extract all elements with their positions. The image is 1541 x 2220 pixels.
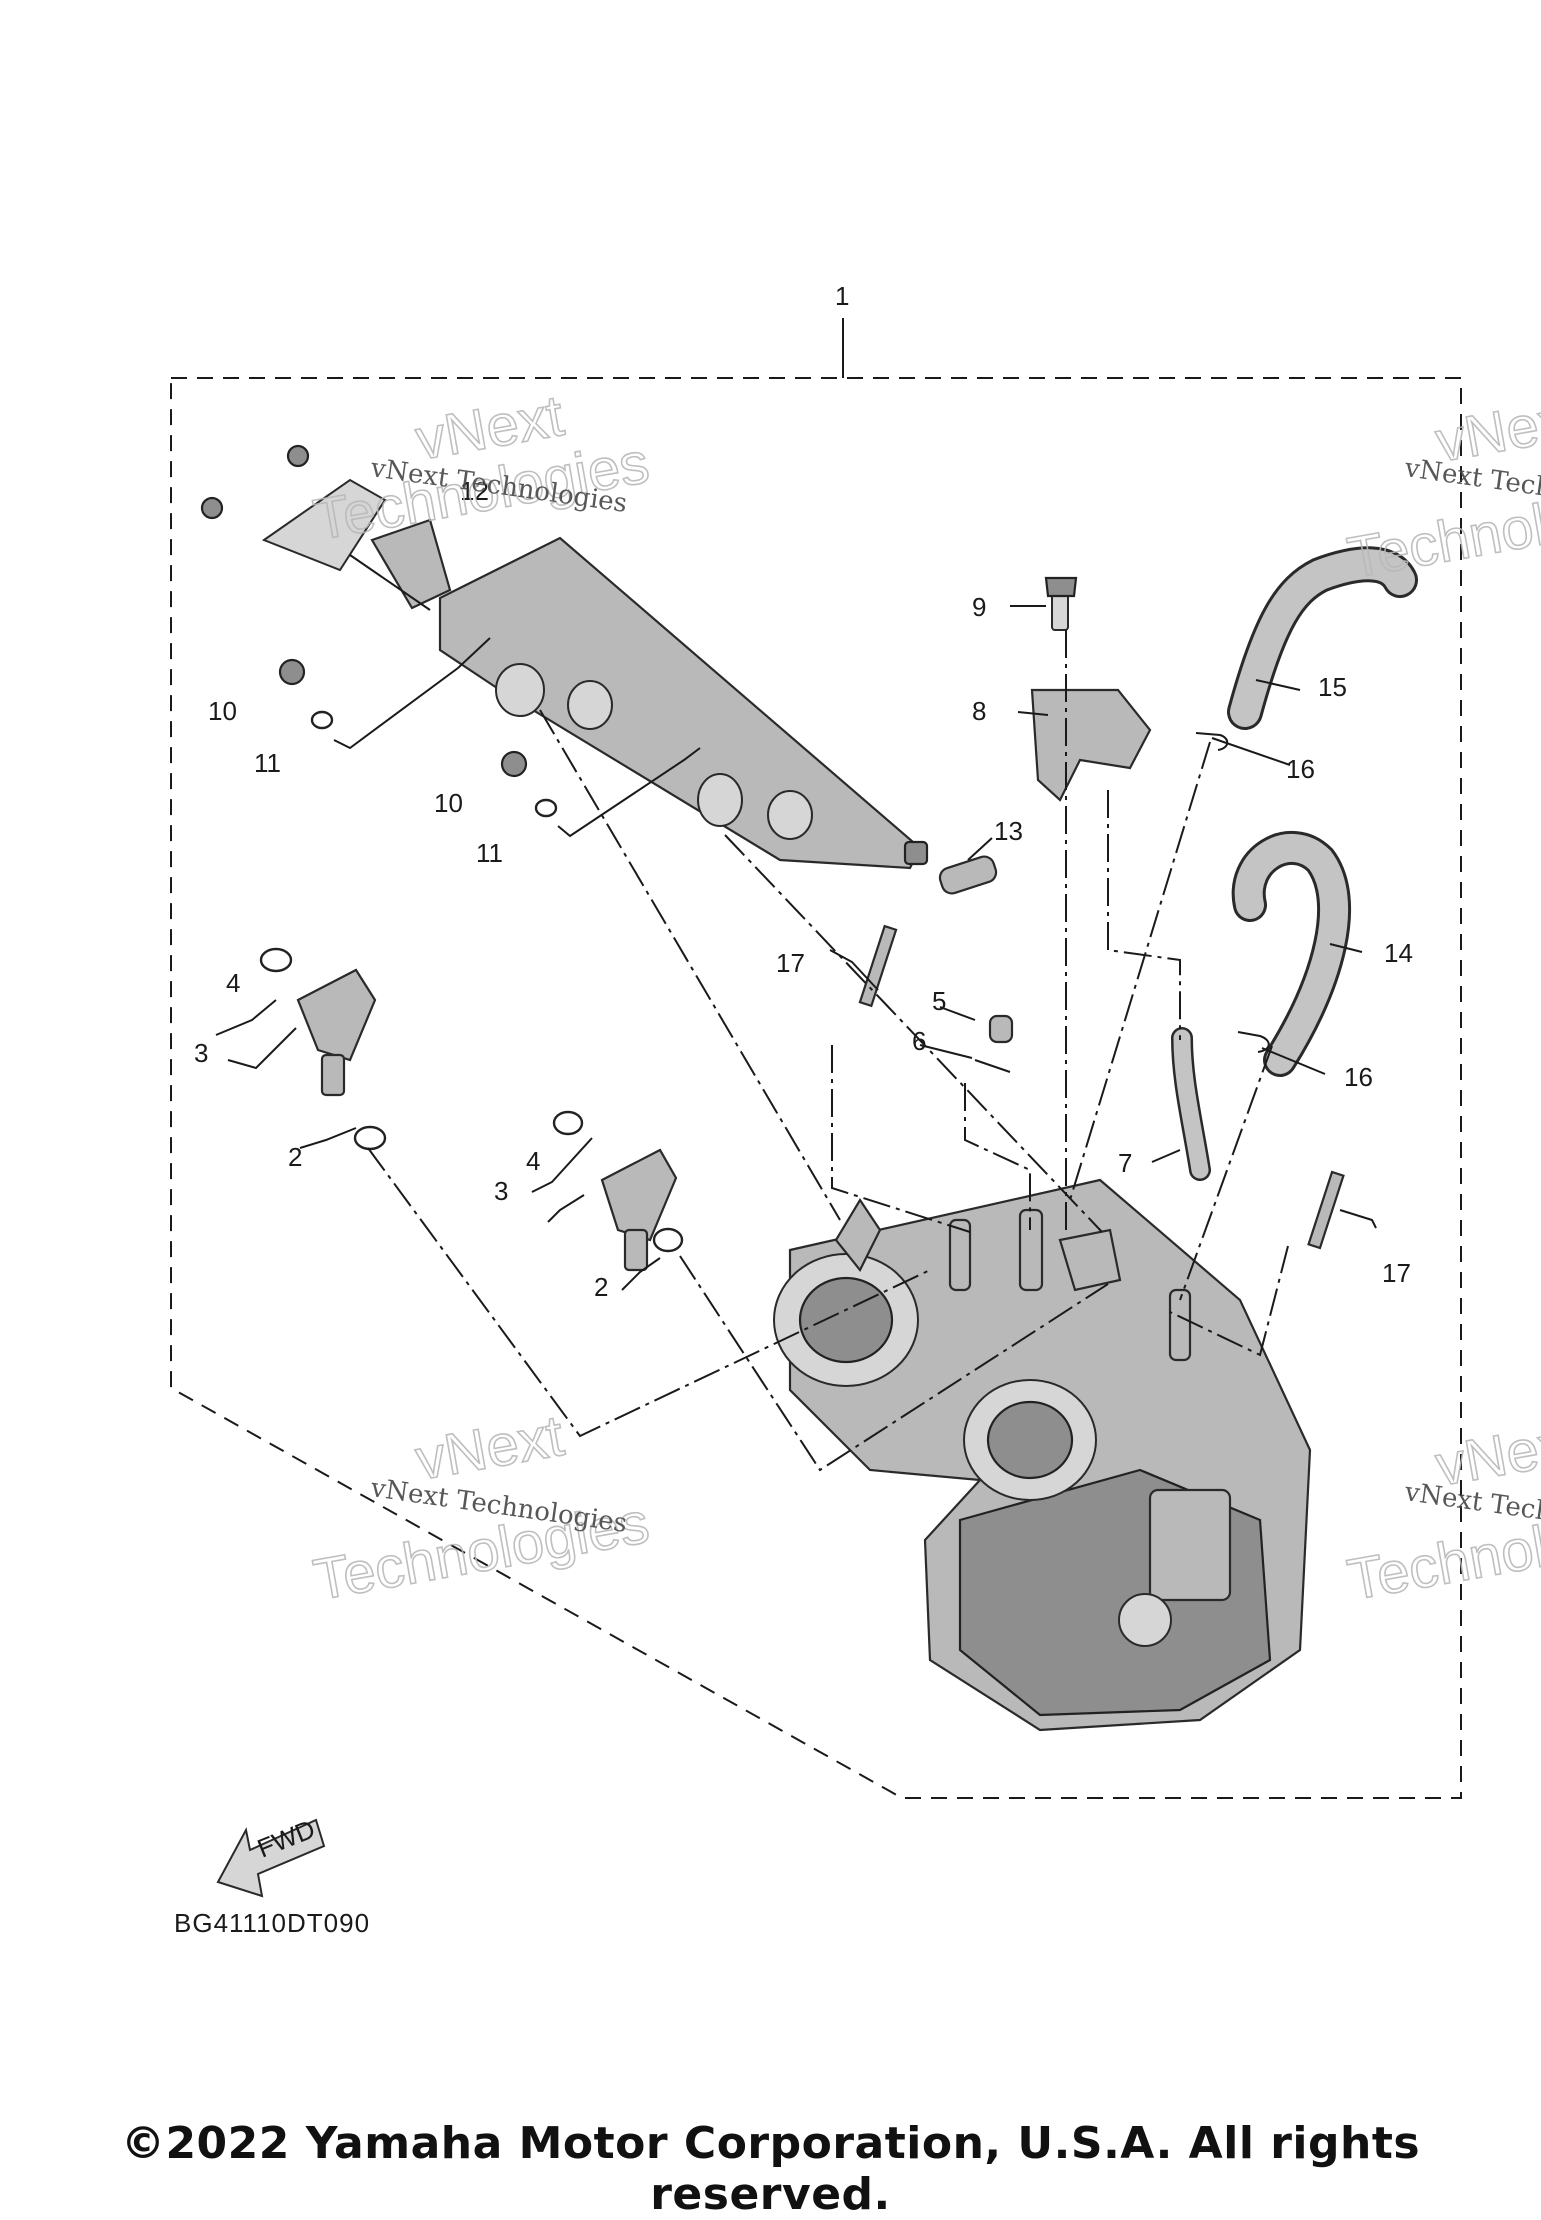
- callout-4a: 4: [226, 968, 240, 998]
- copyright-notice: ©2022 Yamaha Motor Corporation, U.S.A. A…: [120, 2118, 1421, 2220]
- hose-7: [1171, 1027, 1211, 1181]
- sensor-8: [1030, 576, 1152, 802]
- fuel-rail: [438, 536, 929, 870]
- callout-14: 14: [1384, 938, 1413, 968]
- bolts-and-washers: [278, 658, 558, 818]
- callout-16b: 16: [1344, 1062, 1373, 1092]
- callout-5: 5: [932, 986, 946, 1016]
- callout-8: 8: [972, 696, 986, 726]
- callout-11b: 11: [476, 838, 503, 868]
- callout-17a: 17: [776, 948, 805, 978]
- injector-right: [552, 1110, 684, 1272]
- callout-3b: 3: [494, 1176, 508, 1206]
- callout-13: 13: [994, 816, 1023, 846]
- callout-10b: 10: [434, 788, 463, 818]
- callout-4b: 4: [526, 1146, 540, 1176]
- callout-3a: 3: [194, 1038, 208, 1068]
- diagram-code: BG41110DT090: [174, 1908, 371, 1938]
- assembly-boundary: [170, 377, 1462, 1799]
- leader-lines: [215, 554, 1377, 1291]
- callout-16a: 16: [1286, 754, 1315, 784]
- callout-11a: 11: [254, 748, 281, 778]
- callout-12: 12: [460, 476, 489, 506]
- hose-14: [1231, 831, 1352, 1077]
- callout-2b: 2: [594, 1272, 608, 1302]
- injector-left: [259, 947, 387, 1151]
- small-parts: [858, 732, 1345, 1250]
- pressure-regulator-and-gasket: [200, 444, 452, 610]
- callout-labels: 1 12 10 11 10 11 9 8 15 16 13 14 17 5 6 …: [194, 281, 1413, 1302]
- callout-17b: 17: [1382, 1258, 1411, 1288]
- fwd-arrow: FWD: [216, 1814, 326, 1898]
- callout-9: 9: [972, 592, 986, 622]
- callout-2a: 2: [288, 1142, 302, 1172]
- hose-13: [938, 855, 998, 895]
- watermark-large-5: vNext: [411, 1403, 568, 1493]
- callout-1: 1: [835, 281, 849, 311]
- callout-7: 7: [1118, 1148, 1132, 1178]
- callout-6: 6: [912, 1026, 926, 1056]
- callout-15: 15: [1318, 672, 1347, 702]
- throttle-body: [773, 1178, 1312, 1732]
- callout-10a: 10: [208, 696, 237, 726]
- assembly-lines: [367, 630, 1289, 1472]
- hose-15: [1227, 546, 1418, 730]
